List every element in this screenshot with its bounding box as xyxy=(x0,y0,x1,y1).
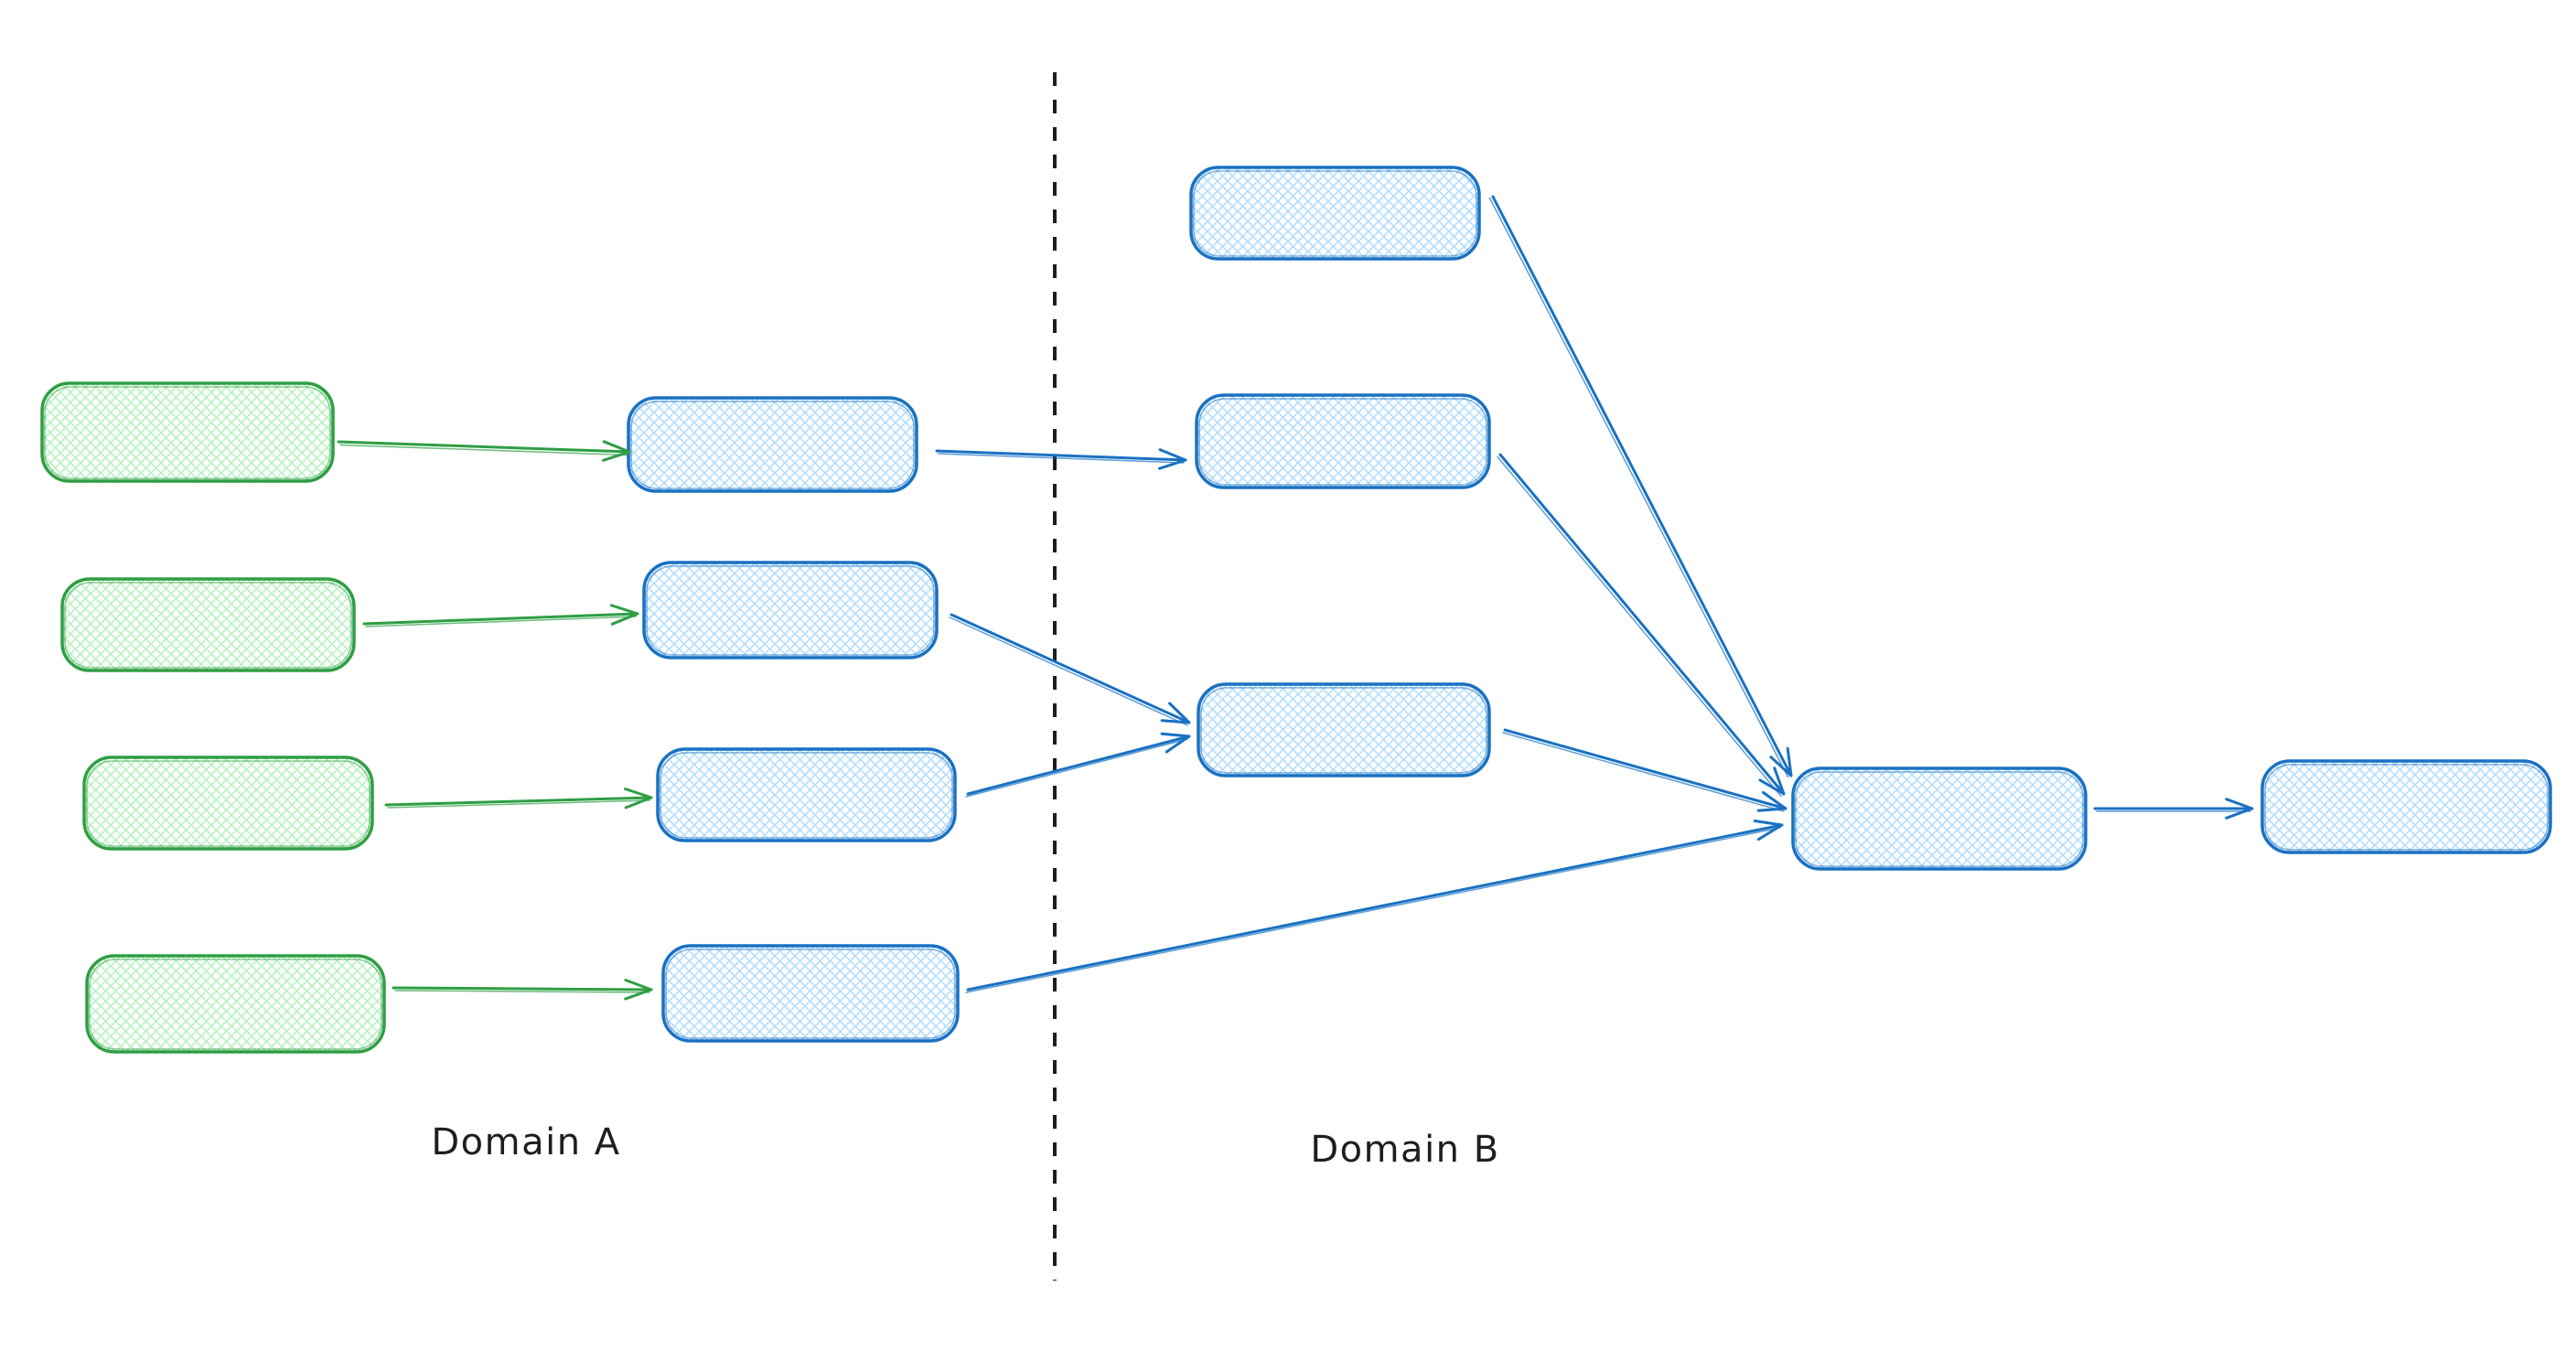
node-source-3[interactable] xyxy=(82,756,374,851)
edge-source4-stage-a4[interactable] xyxy=(392,979,653,1001)
domain-b-label[interactable]: Domain B xyxy=(1310,1129,1499,1171)
node-stage-b2[interactable] xyxy=(1195,393,1491,489)
node-stage-b1[interactable] xyxy=(1189,166,1481,261)
node-output[interactable] xyxy=(2260,759,2552,854)
node-source-1[interactable] xyxy=(40,381,335,483)
edge-source3-stage-a3[interactable] xyxy=(384,788,653,809)
node-source-2[interactable] xyxy=(60,577,356,672)
edge-stage-b1-hub[interactable] xyxy=(1488,195,1793,778)
edge-hub-output[interactable] xyxy=(2093,798,2254,820)
edge-stage-a1-stage-b2[interactable] xyxy=(935,448,1187,470)
edge-stage-b3-hub[interactable] xyxy=(1502,728,1787,812)
node-stage-a2[interactable] xyxy=(642,561,939,659)
node-stage-a1[interactable] xyxy=(627,396,918,493)
node-stage-a4[interactable] xyxy=(661,944,960,1043)
node-hub[interactable] xyxy=(1791,766,2088,871)
node-stage-b3[interactable] xyxy=(1197,682,1491,777)
edge-stage-b2-hub[interactable] xyxy=(1497,453,1786,798)
node-stage-a3[interactable] xyxy=(656,747,957,842)
node-source-4[interactable] xyxy=(85,954,386,1054)
edge-source2-stage-a2[interactable] xyxy=(362,604,639,627)
edge-stage-a2-stage-b3[interactable] xyxy=(949,613,1191,726)
edge-stage-a4-hub[interactable] xyxy=(965,820,1784,993)
domain-a-label[interactable]: Domain A xyxy=(431,1121,620,1163)
edge-source1-stage-a1[interactable] xyxy=(337,440,631,462)
edge-stage-a3-stage-b3[interactable] xyxy=(965,732,1191,798)
